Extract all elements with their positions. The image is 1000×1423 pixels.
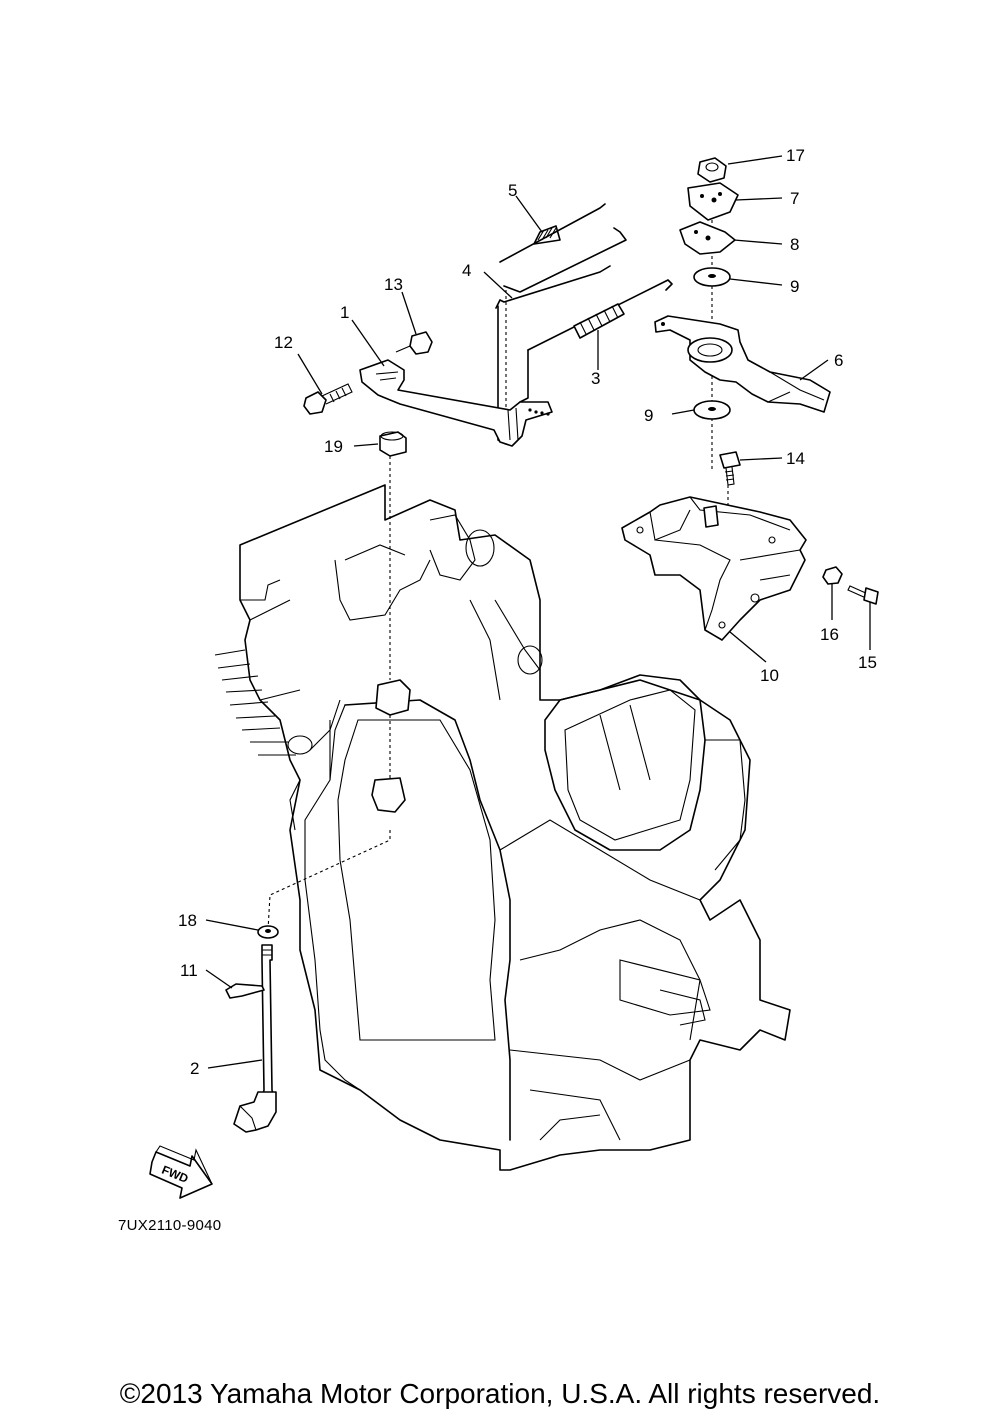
- part-6-lever: [654, 315, 831, 413]
- callout-19: 19: [324, 437, 343, 456]
- part-8-plate: [679, 221, 736, 255]
- part-2-shaft: [233, 944, 277, 1133]
- callout-7: 7: [790, 189, 799, 208]
- callout-8: 8: [790, 235, 799, 254]
- callout-1: 1: [340, 303, 349, 322]
- part-11-pin: [225, 983, 265, 999]
- part-13-clip: [395, 331, 433, 355]
- callout-5: 5: [508, 181, 517, 200]
- part-14-bolt: [719, 451, 741, 486]
- leader-lines: [205, 155, 871, 1069]
- callout-17: 17: [786, 146, 805, 165]
- part-15-bolt: [847, 585, 879, 605]
- drawing-code: 7UX2110-9040: [118, 1217, 222, 1234]
- part-19-bushing: [379, 431, 407, 457]
- part-16-nut: [822, 566, 843, 585]
- copyright-notice: ©2013 Yamaha Motor Corporation, U.S.A. A…: [119, 1378, 881, 1409]
- callout-11: 11: [180, 961, 198, 980]
- callout-15: 15: [858, 653, 877, 672]
- callout-18: 18: [178, 911, 197, 930]
- part-17-nut: [697, 157, 727, 183]
- part-9-washer-lower: [693, 400, 731, 420]
- callout-6: 6: [834, 351, 843, 370]
- callout-2: 2: [190, 1059, 199, 1078]
- callout-13: 13: [384, 275, 403, 294]
- callout-10: 10: [760, 666, 779, 685]
- part-7-plate: [687, 182, 739, 221]
- callout-9-lower: 9: [644, 406, 653, 425]
- callout-3: 3: [591, 369, 600, 388]
- part-9-washer-upper: [693, 267, 731, 287]
- fwd-arrow-icon: FWD: [149, 1145, 213, 1199]
- part-5-rod: [499, 203, 627, 293]
- part-12-bolt: [303, 383, 353, 415]
- part-1-bracket: [359, 359, 553, 447]
- engine-block: [214, 484, 791, 1171]
- callout-14: 14: [786, 449, 805, 468]
- part-18-washer: [257, 925, 279, 939]
- part-10-bracket: [621, 496, 807, 641]
- callout-16: 16: [820, 625, 839, 644]
- callout-4: 4: [462, 261, 471, 280]
- callout-numbers: 17 7 8 9 6 9 14 10 16 15 5 4 3 1 13 12 1…: [178, 146, 877, 1078]
- callout-9-upper: 9: [790, 277, 799, 296]
- part-3-rod: [519, 279, 673, 403]
- callout-12: 12: [274, 333, 293, 352]
